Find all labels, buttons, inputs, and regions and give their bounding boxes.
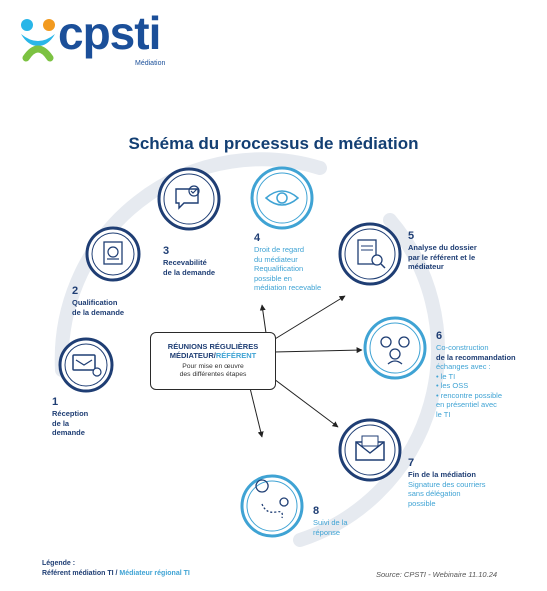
step1-label: 1 Réception de la demande — [52, 396, 89, 437]
step5-circle — [338, 222, 402, 286]
arrow-to-step7 — [269, 375, 339, 428]
center-line3: Pour mise en œuvre — [182, 363, 244, 370]
step6-circle — [363, 316, 427, 380]
step3-label: 3 Recevabilité de la demande — [163, 245, 216, 277]
step6-label: 6 Co-construction de la recommandation é… — [436, 330, 516, 419]
center-line1: RÉUNIONS RÉGULIÈRES — [167, 342, 259, 351]
background-arc — [54, 152, 327, 377]
background-arc-right — [293, 213, 445, 547]
step1-circle — [58, 337, 114, 393]
step5-label: 5 Analyse du dossier par le référent et … — [408, 230, 477, 271]
step4-circle — [250, 166, 314, 230]
step2-circle — [85, 226, 141, 282]
center-meetings-box: RÉUNIONS RÉGULIÈRES MÉDIATEUR/RÉFÉRENT P… — [150, 332, 276, 390]
step8-label: 8 Suivi de la réponse — [313, 505, 348, 537]
page-title: Schéma du processus de médiation — [128, 134, 419, 153]
logo-text: cpsti — [58, 7, 161, 59]
step7-circle — [338, 418, 402, 482]
source-note: Source: CPSTI - Webinaire 11.10.24 — [376, 570, 498, 579]
cpsti-logo-icon — [21, 19, 55, 62]
arrow-to-step4 — [259, 304, 267, 334]
legend-heading: Légende : — [42, 560, 76, 567]
step8-circle — [240, 474, 304, 538]
legend-items: Référent médiation TI / Médiateur région… — [42, 570, 190, 577]
arrow-to-step8 — [249, 387, 264, 438]
arrow-to-step6 — [273, 347, 363, 354]
center-line4: des différentes étapes — [179, 371, 247, 378]
arrow-to-step5 — [269, 295, 346, 343]
step7-label: 7 Fin de la médiation Signature des cour… — [408, 457, 486, 508]
logo-subtitle: Médiation — [135, 60, 166, 67]
step2-label: 2 Qualification de la demande — [72, 285, 125, 317]
step3-circle — [157, 167, 221, 231]
center-line2: MÉDIATEUR/RÉFÉRENT — [169, 351, 257, 360]
step4-label: 4 Droit de regard du médiateur Requalifi… — [254, 232, 322, 292]
